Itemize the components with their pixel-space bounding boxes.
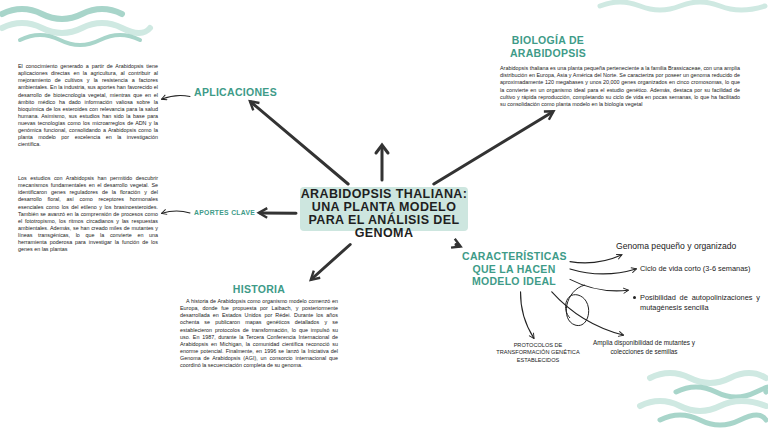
branch-heading: APORTES CLAVE [194,209,256,216]
node-text: APORTES CLAVE [194,209,256,216]
connector-arrow [251,102,348,184]
node-text: Genoma pequeño y organizado [616,241,766,251]
feature-item: Amplia disponibilidad de mutantes y cole… [578,339,710,356]
branch-paragraph: El conocimiento generado a partir de Ara… [18,63,158,149]
feature-item: PROTOCOLOS DE TRANSFORMACIÓN GENÉTICA ES… [492,342,584,364]
connector-arrow [570,269,636,274]
connector-arrow [434,112,553,184]
feature-item: Genoma pequeño y organizado [616,241,766,251]
connector-arrow [456,245,460,247]
up-arrow-shaft [381,146,384,180]
node-text: Ciclo de vida corto (3-6 semanas) [640,264,762,274]
wave-band [650,373,766,383]
wave-bands [2,2,768,425]
connector-arrow [570,279,628,290]
node-text: Los estudios con Arabidopsis han permiti… [18,175,158,253]
connector-arrow [570,255,621,263]
node-text: CARACTERÍSTICAS QUE LA HACEN MODELO IDEA… [462,250,566,288]
branch-block: HISTORIA A historia de Arabidopsis como o… [180,283,338,369]
node-text: Posibilidad de autopolinizaciones y muta… [632,293,760,313]
node-text: El conocimiento generado a partir de Ara… [18,63,158,149]
feature-item: Ciclo de vida corto (3-6 semanas) [640,264,762,274]
connector-arrow [260,211,296,214]
wave-band [600,2,765,10]
node-text: PROTOCOLOS DE TRANSFORMACIÓN GENÉTICA ES… [492,342,584,364]
connector-arrow [312,245,351,280]
wave-band [2,9,122,19]
bullet-dot [633,296,636,299]
node-text: APLICACIONES [194,86,284,98]
connector-arrow [552,292,623,335]
wave-band [640,401,766,411]
branch-heading: CARACTERÍSTICAS QUE LA HACEN MODELO IDEA… [462,250,566,288]
connector-arrow [162,211,190,213]
up-arrow [376,145,388,180]
feature-item: Posibilidad de autopolinizaciones y muta… [632,293,760,313]
wave-band [2,23,150,33]
wave-band [20,35,140,45]
branch-paragraph: Los estudios con Arabidopsis han permiti… [18,175,158,253]
wave-band [660,415,766,425]
branch-block: BIOLOGÍA DE ARABIDOPSIS Arabidopsis thali… [500,34,740,108]
node-text: Amplia disponibilidad de mutantes y cole… [578,339,710,356]
connector-arrow [521,292,534,338]
heading-text: BIOLOGÍA DE ARABIDOPSIS [500,34,596,59]
node-text: A historia de Arabidopsis como organismo… [180,298,338,369]
up-arrow-head [376,145,388,153]
branch-heading: APLICACIONES [194,86,284,98]
node-text: ARABIDOPSIS THALIANA: UNA PLANTA MODELO … [300,188,468,241]
wave-band [676,387,768,397]
connector-arrow [162,95,190,99]
heading-text: HISTORIA [180,283,338,295]
central-topic: ARABIDOPSIS THALIANA: UNA PLANTA MODELO … [300,188,468,241]
node-text: Arabidopsis thaliana es una planta peque… [500,65,740,108]
